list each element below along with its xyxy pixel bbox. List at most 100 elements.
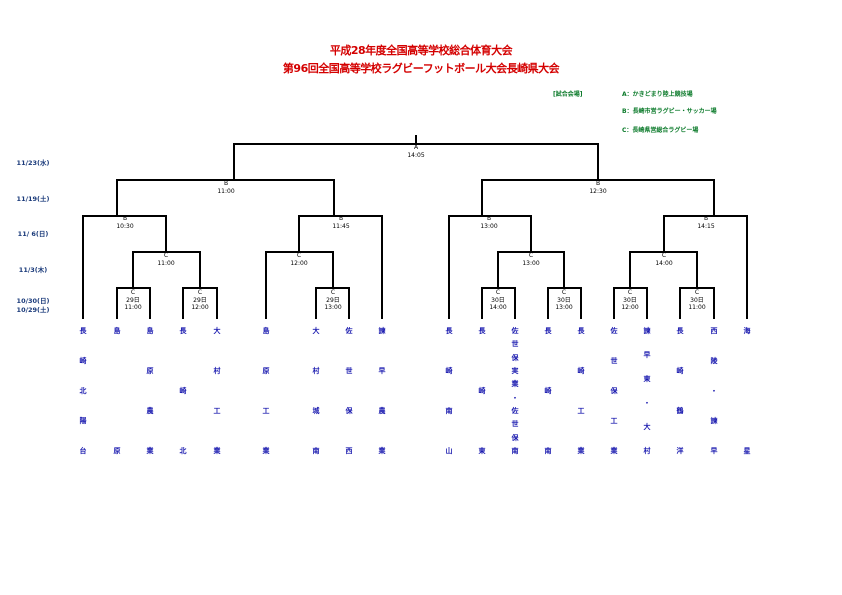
team-name-char: 佐 bbox=[610, 327, 618, 335]
team-name-char: 大 bbox=[643, 423, 651, 431]
match-qf4-time: 14:15 bbox=[697, 223, 715, 230]
team-name-char: 鶴 bbox=[676, 407, 684, 415]
team-name-char: 崎 bbox=[179, 387, 187, 395]
venue-a: A：かきどまり陸上競技場 bbox=[622, 91, 693, 98]
team-name-char: 台 bbox=[79, 447, 87, 455]
team-name-char: ・ bbox=[511, 393, 519, 402]
match-sf-left-time: 11:00 bbox=[217, 188, 235, 195]
match-r1-2-time: 12:00 bbox=[191, 304, 209, 311]
team-name-char: 佐 bbox=[345, 327, 353, 335]
match-r2-4-venue: C bbox=[661, 252, 667, 259]
team-name-char: 西 bbox=[710, 327, 718, 335]
match-r1-2-venue: C bbox=[197, 289, 203, 296]
team-name-char: 原 bbox=[146, 367, 154, 375]
match-qf4-venue: B bbox=[703, 215, 709, 222]
team-name-char: 実 bbox=[511, 367, 519, 375]
team-name-char: 長 bbox=[79, 327, 87, 335]
team-name-char: 南 bbox=[312, 447, 320, 455]
match-r1-7-venue: C bbox=[694, 289, 700, 296]
match-r1-1-venue: C bbox=[130, 289, 136, 296]
match-final-time: 14:05 bbox=[407, 152, 425, 159]
match-r1-3-time: 13:00 bbox=[324, 304, 342, 311]
date-final: 11/23(水) bbox=[16, 159, 50, 167]
team-name-char: 島 bbox=[113, 327, 121, 335]
team-name-char: 工 bbox=[577, 407, 585, 415]
match-qf1-time: 10:30 bbox=[116, 223, 134, 230]
team-name-char: 業 bbox=[577, 447, 585, 455]
team-name-char: 大 bbox=[312, 327, 320, 335]
team-name-char: 西 bbox=[345, 447, 353, 455]
match-r1-1-time: 11:00 bbox=[124, 304, 142, 311]
team-name-char: 保 bbox=[345, 407, 353, 415]
team-name-char: 工 bbox=[262, 407, 270, 415]
venue-b: B：長崎市営ラグビー・サッカー場 bbox=[622, 108, 717, 115]
team-name-char: 崎 bbox=[445, 367, 453, 375]
team-name-char: 長 bbox=[577, 327, 585, 335]
match-r1-6-day: 30日 bbox=[623, 297, 637, 304]
team-name-char: 業 bbox=[378, 447, 386, 455]
team-name-char: 早 bbox=[643, 351, 651, 359]
match-r1-1-day: 29日 bbox=[126, 297, 140, 304]
team-name-char: 業 bbox=[213, 447, 221, 455]
team-name-char: 農 bbox=[146, 407, 154, 415]
team-name-char: 業 bbox=[146, 447, 154, 455]
match-r1-6-venue: C bbox=[627, 289, 633, 296]
match-r2-3-time: 13:00 bbox=[522, 260, 540, 267]
match-r1-5-day: 30日 bbox=[557, 297, 571, 304]
match-final-venue: A bbox=[413, 144, 419, 151]
match-r2-4-time: 14:00 bbox=[655, 260, 673, 267]
team-name-char: 農 bbox=[378, 407, 386, 415]
match-r2-1-venue: C bbox=[163, 252, 169, 259]
title-line-2: 第96回全国高等学校ラグビーフットボール大会長崎県大会 bbox=[282, 62, 560, 75]
team-name-char: 世 bbox=[345, 367, 353, 375]
team-name-char: 東 bbox=[478, 447, 486, 455]
match-r1-7-day: 30日 bbox=[690, 297, 704, 304]
team-name-char: 島 bbox=[262, 327, 270, 335]
team-name-char: 北 bbox=[79, 387, 87, 395]
team-name-char: 星 bbox=[743, 447, 751, 455]
team-name-char: 長 bbox=[445, 327, 453, 335]
team-name-char: 島 bbox=[146, 327, 154, 335]
team-name-char: 諫 bbox=[378, 327, 386, 335]
team-name-char: 長 bbox=[544, 327, 552, 335]
match-r1-5-venue: C bbox=[561, 289, 567, 296]
team-name-char: 世 bbox=[511, 420, 519, 429]
date-semifinal: 11/19(土) bbox=[16, 195, 50, 203]
team-name-char: 原 bbox=[113, 447, 121, 455]
match-r2-3-venue: C bbox=[528, 252, 534, 259]
team-name-char: 陵 bbox=[710, 357, 718, 365]
match-sf-left-venue: B bbox=[223, 180, 229, 187]
team-name-char: 東 bbox=[643, 375, 651, 383]
match-r1-2-day: 29日 bbox=[193, 297, 207, 304]
team-name-char: 山 bbox=[445, 447, 453, 455]
date-first-round-sun: 10/30(日) bbox=[16, 297, 50, 305]
team-name-char: 諫 bbox=[710, 417, 718, 425]
match-r1-4-day: 30日 bbox=[491, 297, 505, 304]
match-r1-6-time: 12:00 bbox=[621, 304, 639, 311]
date-first-round-sat: 10/29(土) bbox=[16, 306, 50, 314]
team-name-char: 世 bbox=[610, 357, 618, 365]
team-name-char: 佐 bbox=[511, 327, 519, 335]
team-name-char: ・ bbox=[643, 399, 651, 407]
team-name-char: 村 bbox=[643, 447, 651, 455]
match-r1-3-venue: C bbox=[330, 289, 336, 296]
team-name-char: 崎 bbox=[676, 367, 684, 375]
team-name-char: 洋 bbox=[676, 447, 684, 455]
match-r2-2-venue: C bbox=[296, 252, 302, 259]
match-sf-right-venue: B bbox=[595, 180, 601, 187]
team-name-char: 工 bbox=[213, 407, 221, 415]
match-r1-4-time: 14:00 bbox=[489, 304, 507, 311]
title-line-1: 平成28年度全国高等学校総合体育大会 bbox=[329, 44, 513, 57]
match-qf2-venue: B bbox=[338, 215, 344, 222]
team-name-char: 業 bbox=[511, 380, 519, 389]
team-name-char: 陽 bbox=[79, 417, 87, 425]
team-name-char: 業 bbox=[262, 447, 270, 455]
team-name-char: 早 bbox=[710, 447, 718, 455]
match-r1-3-day: 29日 bbox=[326, 297, 340, 304]
team-name-char: 南 bbox=[544, 447, 552, 455]
team-name-char: 長 bbox=[478, 327, 486, 335]
team-name-char: 大 bbox=[213, 327, 221, 335]
team-name-char: 村 bbox=[312, 367, 320, 375]
